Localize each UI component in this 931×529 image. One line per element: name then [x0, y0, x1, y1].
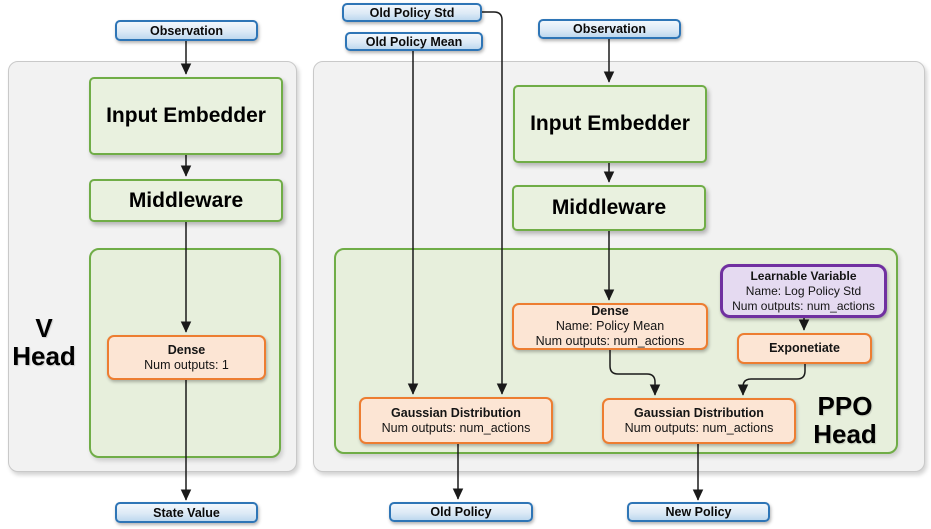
middleware-ppo-node: Middleware [512, 185, 706, 231]
observation-input-ppo-label: Observation [573, 22, 646, 36]
dense-v-title: Dense [167, 342, 206, 357]
exponentiate-label: Exponetiate [769, 341, 840, 355]
middleware-v-node: Middleware [89, 179, 283, 222]
old-policy-output-label: Old Policy [430, 505, 492, 519]
dense-policy-mean-node: Dense Name: Policy Mean Num outputs: num… [512, 303, 708, 350]
middleware-ppo-label: Middleware [551, 196, 667, 219]
gaussian-old-title: Gaussian Distribution [391, 405, 521, 420]
input-embedder-ppo-node: Input Embedder [513, 85, 707, 163]
new-policy-output: New Policy [627, 502, 770, 522]
learnable-variable-node: Learnable Variable Name: Log Policy Std … [720, 264, 887, 318]
dense-policy-mean-name: Name: Policy Mean [555, 319, 665, 333]
old-policy-output: Old Policy [389, 502, 533, 522]
arrow-exponentiate-to-gaussian-new [737, 364, 806, 396]
v-head-label-line1: V [35, 312, 53, 343]
exponentiate-node: Exponetiate [737, 333, 872, 364]
ppo-head-label-line1: PPO [817, 390, 873, 421]
new-policy-output-label: New Policy [665, 505, 732, 519]
dense-policy-mean-outputs: Num outputs: num_actions [535, 334, 685, 348]
middleware-v-label: Middleware [128, 188, 244, 212]
input-embedder-v-label: Input Embedder [106, 104, 266, 127]
observation-input-v: Observation [115, 20, 258, 41]
observation-input-v-label: Observation [150, 23, 223, 38]
gaussian-distribution-new-node: Gaussian Distribution Num outputs: num_a… [602, 398, 796, 444]
dense-policy-mean-title: Dense [591, 304, 629, 318]
old-policy-std-input: Old Policy Std [342, 3, 482, 22]
arrow-old-policy-std-to-gaussian-old [482, 11, 508, 395]
gaussian-distribution-old-node: Gaussian Distribution Num outputs: num_a… [359, 397, 553, 444]
gaussian-new-outputs: Num outputs: num_actions [624, 421, 774, 435]
state-value-output: State Value [115, 502, 258, 523]
ppo-head-label: PPO Head [803, 392, 887, 448]
ppo-head-label-line2: Head [813, 419, 877, 449]
dense-v-node: Dense Num outputs: 1 [107, 335, 266, 380]
v-head-label: V Head [7, 314, 81, 370]
learnable-variable-title: Learnable Variable [750, 268, 857, 283]
input-embedder-v-node: Input Embedder [89, 77, 283, 155]
old-policy-std-label: Old Policy Std [369, 5, 455, 20]
dense-v-outputs: Num outputs: 1 [144, 357, 229, 372]
gaussian-new-title: Gaussian Distribution [634, 406, 764, 420]
input-embedder-ppo-label: Input Embedder [530, 112, 690, 135]
old-policy-mean-input: Old Policy Mean [345, 32, 483, 51]
learnable-variable-name: Name: Log Policy Std [745, 283, 862, 298]
gaussian-old-outputs: Num outputs: num_actions [381, 420, 531, 435]
v-head-label-line2: Head [12, 341, 76, 371]
learnable-variable-outputs: Num outputs: num_actions [732, 298, 875, 313]
old-policy-mean-label: Old Policy Mean [365, 34, 463, 49]
arrow-dense-to-gaussian-new [609, 350, 661, 396]
observation-input-ppo: Observation [538, 19, 681, 39]
state-value-label: State Value [153, 505, 220, 520]
